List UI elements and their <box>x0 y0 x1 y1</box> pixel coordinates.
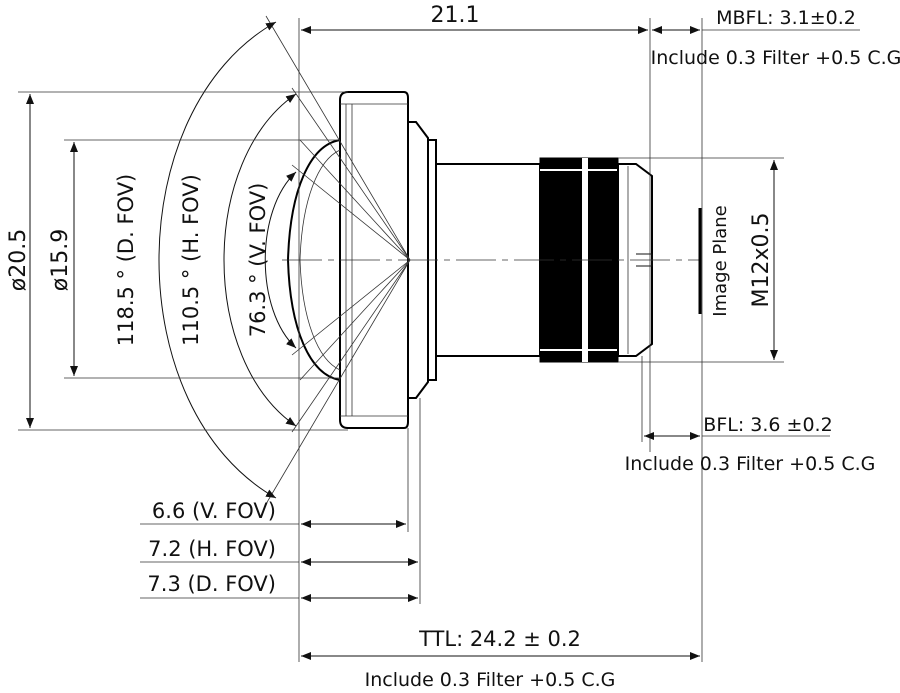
overall-length-label: 21.1 <box>431 3 480 28</box>
thread-label: M12x0.5 <box>749 213 774 308</box>
lens-body <box>282 91 700 429</box>
v-fov-arc <box>264 171 297 349</box>
bfl-label: BFL: 3.6 ±0.2 <box>703 414 832 436</box>
mbfl-label: MBFL: 3.1±0.2 <box>716 7 856 29</box>
h-fov-arc <box>223 93 297 427</box>
include-note-bottom: Include 0.3 Filter +0.5 C.G <box>365 669 616 691</box>
include-note-top: Include 0.3 Filter +0.5 C.G <box>651 47 900 69</box>
h-fov-depth-label: 7.2 (H. FOV) <box>148 537 276 561</box>
v-fov-label: 76.3 ° (V. FOV) <box>246 183 270 338</box>
ttl-label: TTL: 24.2 ± 0.2 <box>418 627 581 651</box>
v-fov-depth-label: 6.6 (V. FOV) <box>152 499 276 523</box>
h-fov-label: 110.5 ° (H. FOV) <box>179 174 203 346</box>
include-note-mid: Include 0.3 Filter +0.5 C.G <box>625 453 876 475</box>
d-fov-arc <box>158 21 277 499</box>
inner-diameter-label: ø15.9 <box>48 229 73 291</box>
d-fov-depth-label: 7.3 (D. FOV) <box>147 572 276 596</box>
outer-diameter-label: ø20.5 <box>6 229 31 291</box>
diameter-dims <box>18 91 348 431</box>
d-fov-label: 118.5 ° (D. FOV) <box>114 174 138 346</box>
image-plane-label: Image Plane <box>710 205 731 316</box>
fov-rays <box>158 15 411 505</box>
